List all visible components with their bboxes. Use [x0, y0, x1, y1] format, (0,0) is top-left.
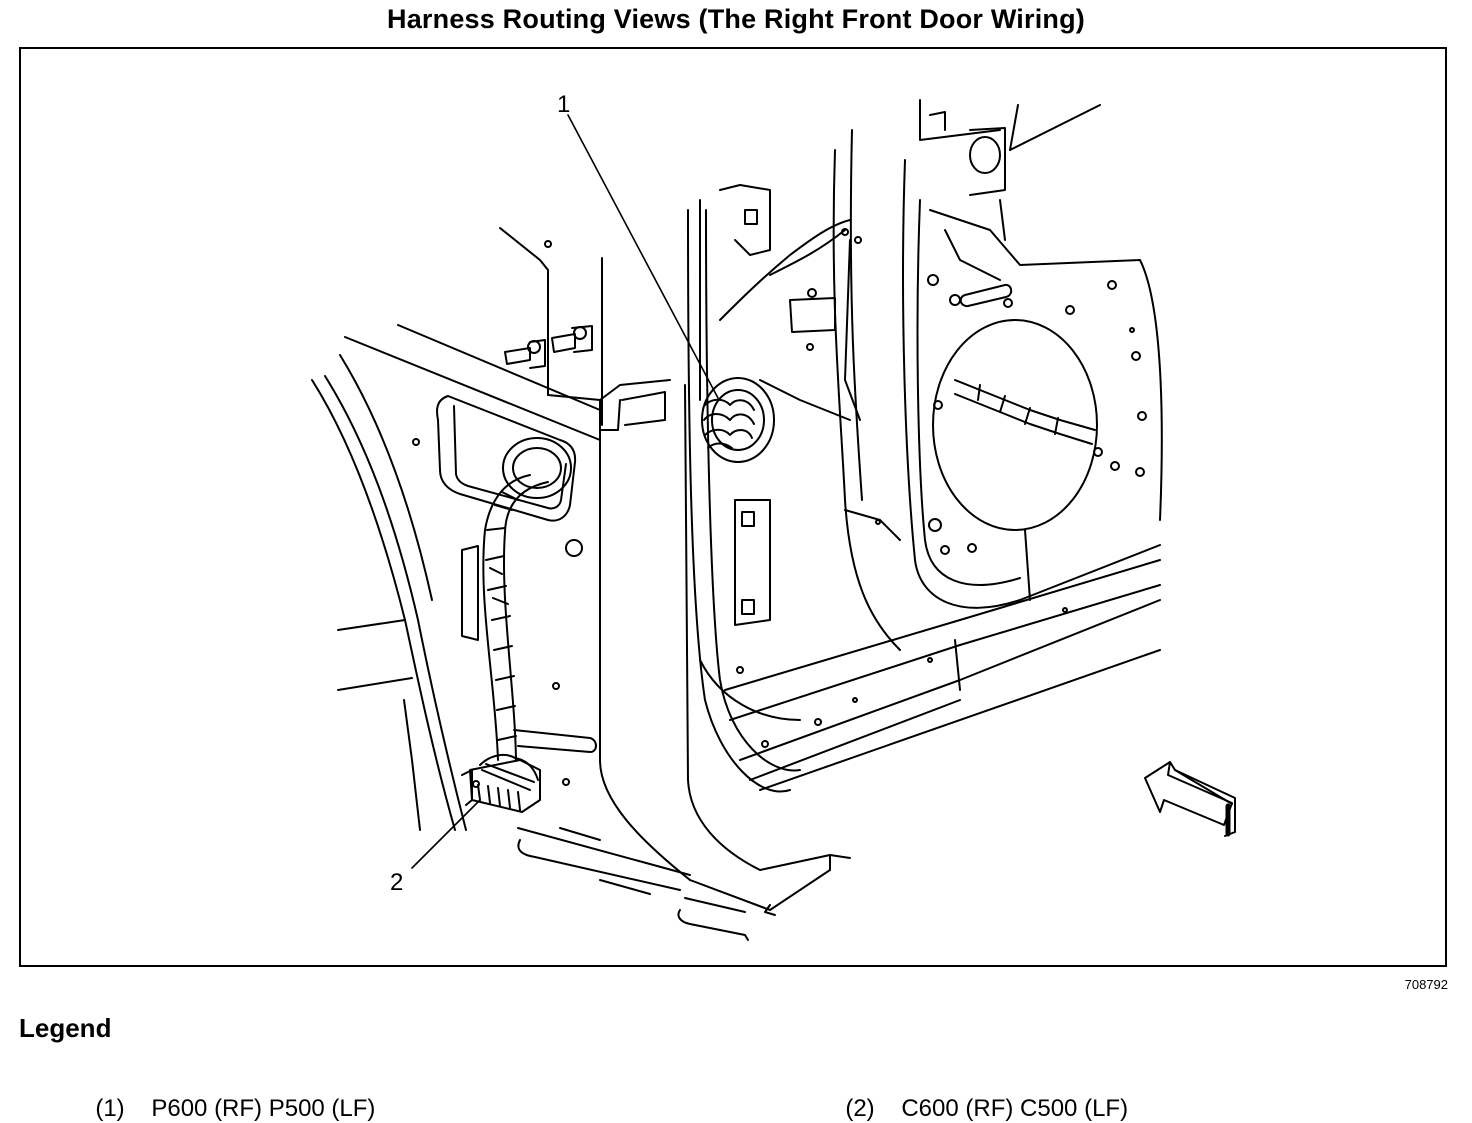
door-grommet	[701, 377, 775, 463]
diagram-title: Harness Routing Views (The Right Front D…	[387, 4, 1085, 34]
connector-c600	[461, 753, 541, 813]
legend-item-text: C600 (RF) C500 (LF)	[901, 1095, 1129, 1122]
legend-heading: Legend	[19, 1013, 112, 1043]
legend-item-number: (2)	[845, 1095, 875, 1122]
legend-item-text: P600 (RF) P500 (LF)	[151, 1095, 376, 1122]
callout-leaders	[411, 114, 719, 869]
illustration-frame	[19, 47, 1447, 967]
callout-1-label: 1	[557, 91, 570, 118]
front-pillar-body	[311, 227, 851, 941]
view-direction-arrow	[1144, 761, 1236, 837]
legend-item: (2) C600 (RF) C500 (LF)	[832, 1067, 1128, 1123]
legend-item: (1) P600 (RF) P500 (LF)	[82, 1067, 375, 1123]
callout-2-label: 2	[390, 869, 403, 896]
figure-id: 708792	[1404, 977, 1448, 992]
wiring-harness	[482, 474, 549, 761]
door-opening-structure	[687, 99, 1163, 793]
legend-item-number: (1)	[95, 1095, 125, 1122]
